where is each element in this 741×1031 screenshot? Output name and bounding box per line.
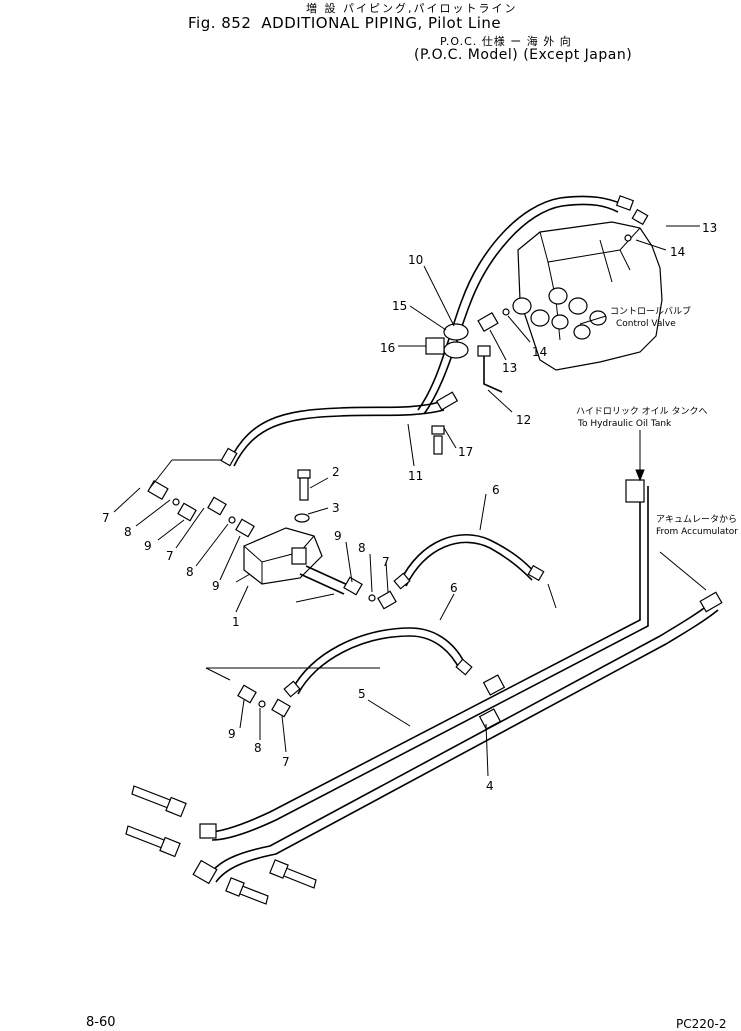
hyd-tank-jp: ハイドロリック オイル タンクへ — [576, 406, 708, 417]
pipe-clamps — [478, 674, 506, 730]
control-valve-jp: コントロールバルブ — [610, 305, 691, 317]
hose-10 — [417, 195, 649, 415]
part-label: 15 — [392, 299, 407, 313]
loose-adapters — [125, 785, 317, 905]
part-label: 8 — [124, 525, 132, 539]
part-label: 13 — [702, 221, 717, 235]
part-label: 7 — [382, 555, 390, 569]
part-label: 3 — [332, 501, 340, 515]
part-label: 14 — [670, 245, 685, 259]
figure-title-text: ADDITIONAL PIPING, Pilot Line — [261, 14, 502, 32]
part-label: 9 — [144, 539, 152, 553]
figure-number: Fig. 852 — [188, 14, 252, 32]
part-label: 4 — [486, 779, 494, 793]
part-label: 17 — [458, 445, 473, 459]
accumulator-jp: アキュムレータから — [656, 514, 737, 525]
fitting-12 — [477, 234, 632, 393]
part-label: 8 — [186, 565, 194, 579]
part-label: 6 — [450, 581, 458, 595]
figure-title: Fig. 852 ADDITIONAL PIPING, Pilot Line — [188, 14, 511, 32]
part-label: 8 — [254, 741, 262, 755]
leader-lines — [113, 225, 707, 777]
hose-11 — [220, 391, 459, 467]
japanese-subtitle: P.O.C. 仕様 ー 海 外 向 — [440, 35, 572, 48]
part-label: 9 — [228, 727, 236, 741]
part-label: 9 — [212, 579, 220, 593]
part-label: 1 — [232, 615, 240, 629]
part-label: 16 — [380, 341, 395, 355]
hose-6-upper — [393, 533, 545, 590]
hyd-tank-en: To Hydraulic Oil Tank — [577, 419, 672, 429]
part-label: 9 — [334, 529, 342, 543]
part-label: 2 — [332, 465, 340, 479]
clamp-15-16 — [425, 323, 469, 359]
part-label: 10 — [408, 253, 423, 267]
part-label: 7 — [282, 755, 290, 769]
bolt-2 — [294, 469, 311, 523]
page-number: 8-60 — [86, 1015, 116, 1030]
lower-fittings — [237, 684, 291, 718]
part-label: 8 — [358, 541, 366, 555]
pilot-valve-1 — [235, 527, 323, 585]
control-valve-en: Control Valve — [616, 319, 676, 329]
control-valve — [512, 221, 663, 371]
left-fittings-upper — [147, 479, 255, 538]
model-number: PC220-2 — [676, 1017, 727, 1031]
hose-6-lower — [283, 627, 473, 698]
part-label: 6 — [492, 483, 500, 497]
japanese-title: 増 設 パイピング,パイロットライン — [306, 2, 518, 15]
pipe-5 — [199, 479, 649, 841]
part-label: 7 — [166, 549, 174, 563]
part-label: 5 — [358, 687, 366, 701]
english-subtitle: (P.O.C. Model) (Except Japan) — [414, 47, 633, 63]
accumulator-en: From Accumulator — [656, 527, 738, 537]
part-label: 11 — [408, 469, 423, 483]
pipe-4 — [192, 591, 723, 885]
part-label: 14 — [532, 345, 547, 359]
arrow-to-tank-icon — [635, 469, 645, 482]
part-label: 12 — [516, 413, 531, 427]
part-label: 7 — [102, 511, 110, 525]
part-label: 13 — [502, 361, 517, 375]
bolt-17 — [431, 425, 445, 455]
right-fittings — [299, 565, 397, 610]
